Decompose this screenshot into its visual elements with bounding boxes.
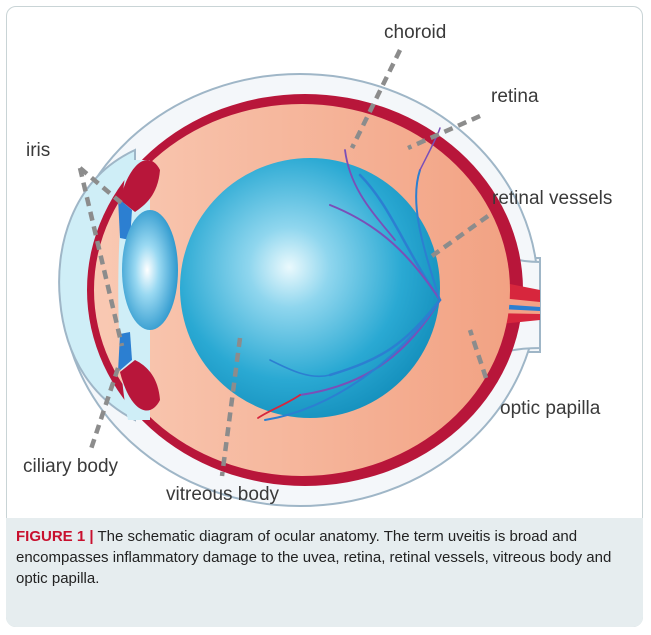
label-optic-papilla: optic papilla xyxy=(500,398,600,420)
vitreous-body xyxy=(180,158,440,418)
label-iris: iris xyxy=(26,140,50,162)
figure-label: FIGURE 1 | xyxy=(16,528,94,545)
label-vitreous-body: vitreous body xyxy=(166,484,279,506)
eye-anatomy-diagram xyxy=(0,0,651,518)
label-retinal-vessels: retinal vessels xyxy=(492,188,612,210)
label-ciliary-body: ciliary body xyxy=(23,456,118,478)
lens xyxy=(122,210,178,330)
figure-caption: FIGURE 1 | The schematic diagram of ocul… xyxy=(16,526,631,589)
label-retina: retina xyxy=(491,86,539,108)
label-choroid: choroid xyxy=(384,22,446,44)
caption-text: The schematic diagram of ocular anatomy.… xyxy=(16,528,611,587)
